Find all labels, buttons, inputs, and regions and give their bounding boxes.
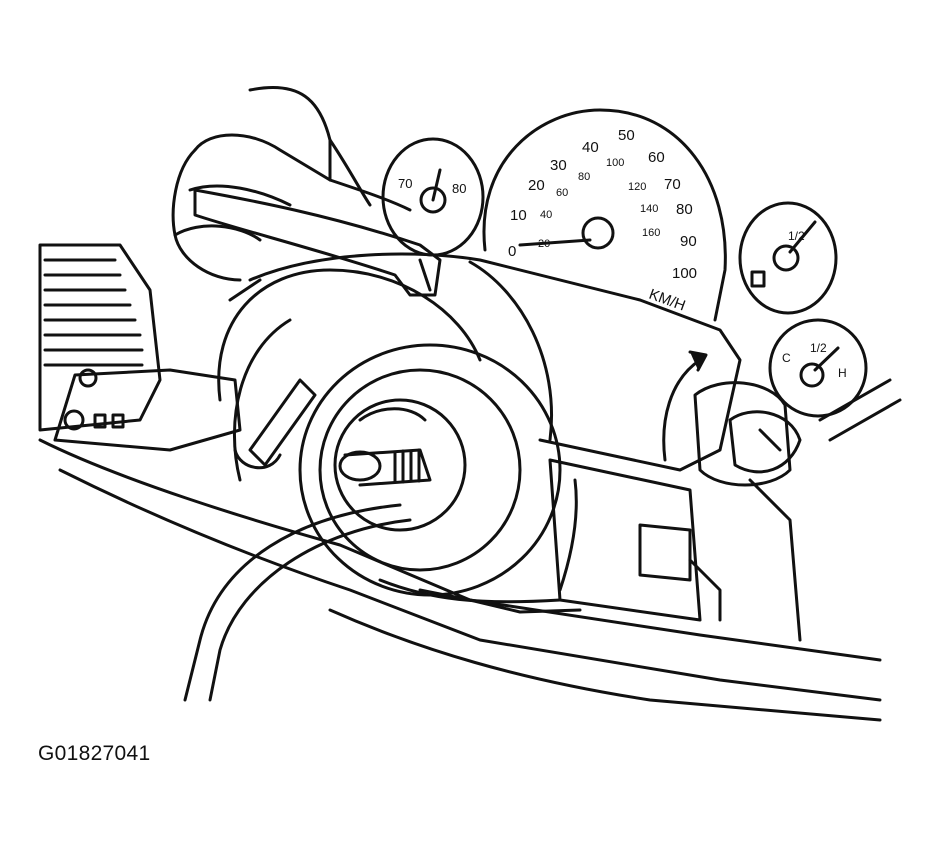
speedometer-outer-mark: 100: [672, 265, 697, 282]
speedometer-outer-mark: 0: [508, 243, 516, 260]
tachometer-mark: 80: [452, 181, 466, 196]
speedometer-inner-mark: 120: [628, 181, 646, 193]
tachometer-mark: 70: [398, 176, 412, 191]
speedometer-inner-mark: 80: [578, 171, 590, 183]
speedometer-outer-mark: 30: [550, 157, 567, 174]
speedometer-inner-mark: 60: [556, 187, 568, 199]
temperature-gauge: [768, 318, 868, 418]
speedometer-inner-mark: 160: [642, 227, 660, 239]
rotation-direction-arrow-icon: [662, 350, 708, 462]
speedometer-inner-mark: 100: [606, 157, 624, 169]
headlamp-switch-stalk: [53, 368, 242, 452]
vent-panel: [38, 243, 162, 432]
speedometer-outer-mark: 20: [528, 177, 545, 194]
figure-id-label: G01827041: [38, 742, 151, 765]
speedometer-gauge: [482, 108, 727, 322]
steering-shaft: [338, 407, 432, 487]
speedometer-inner-mark: 140: [640, 203, 658, 215]
speedometer-outer-mark: 60: [648, 149, 665, 166]
wiring-harness: [183, 478, 582, 702]
speedometer-outer-mark: 70: [664, 176, 681, 193]
control-module: [548, 458, 722, 622]
speedometer-inner-mark: 40: [540, 209, 552, 221]
speedometer-outer-mark: 10: [510, 207, 527, 224]
temperature-gauge-mark: C: [782, 351, 791, 365]
steering-column-shroud: [228, 252, 742, 472]
temperature-gauge-mark: H: [838, 366, 847, 380]
tachometer-gauge: [381, 137, 485, 257]
speedometer-outer-mark: 80: [676, 201, 693, 218]
ignition-lock-cylinder: [693, 381, 802, 487]
speedometer-inner-mark: 20: [538, 238, 550, 250]
dashboard-trim: [38, 438, 882, 722]
pry-tool: [193, 188, 442, 297]
fuel-gauge: [738, 201, 838, 315]
speedometer-outer-mark: 90: [680, 233, 697, 250]
temperature-gauge-mark: 1/2: [810, 341, 827, 355]
speedometer-outer-mark: 40: [582, 139, 599, 156]
speedometer-outer-mark: 50: [618, 127, 635, 144]
fuel-gauge-mark: 1/2: [788, 229, 805, 243]
column-trim-right: [748, 378, 902, 642]
technician-hand: [171, 85, 412, 282]
